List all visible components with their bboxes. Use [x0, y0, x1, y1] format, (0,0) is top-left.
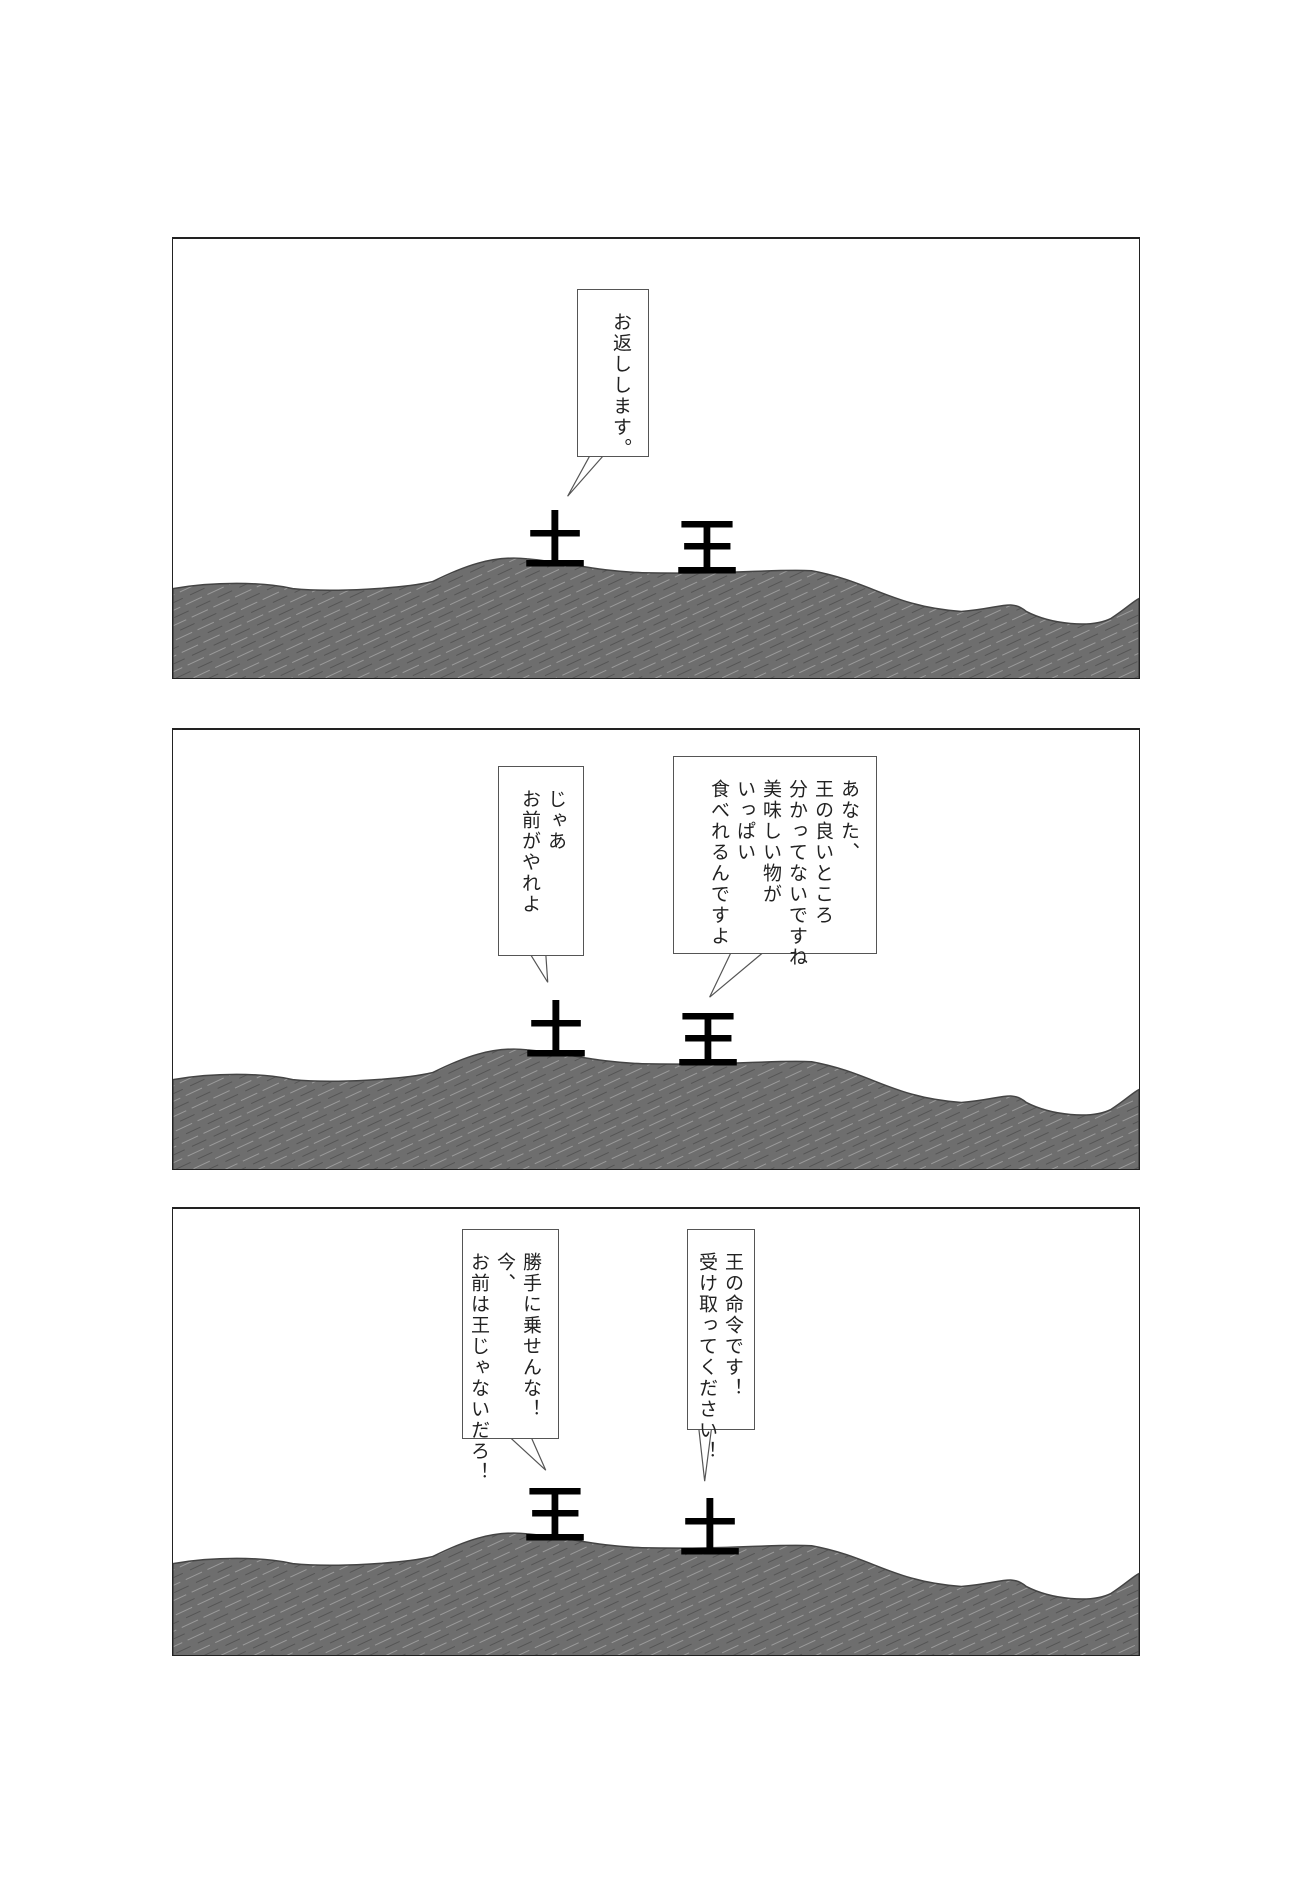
comic-panel-1: お返しします。 土 王	[172, 237, 1140, 679]
speech-text: じゃあ お前がやれよ	[519, 789, 567, 915]
ground-terrain	[173, 1532, 1139, 1655]
speech-bubble-ou: 王の命令です！ 受け取ってください！	[687, 1229, 755, 1462]
character-ou: 王	[524, 1479, 587, 1552]
speech-bubble-tsuchi: 勝手に乗せんな！ 今、 お前は王じゃないだろ！	[462, 1229, 559, 1483]
speech-text: お返しします。	[610, 312, 632, 459]
speech-bubble-tsuchi: じゃあ お前がやれよ	[498, 766, 584, 956]
ground-terrain	[173, 557, 1139, 678]
comic-panel-3: 勝手に乗せんな！ 今、 お前は王じゃないだろ！ 王の命令です！ 受け取ってくださ…	[172, 1207, 1140, 1656]
speech-text: 勝手に乗せんな！ 今、 お前は王じゃないだろ！	[468, 1252, 542, 1483]
speech-text: あなた、 王の良いところ 分かってないですね 美味しい物が いっぱい 食べれるん…	[708, 779, 860, 968]
character-tsuchi: 土	[524, 505, 587, 578]
speech-bubble-ou: あなた、 王の良いところ 分かってないですね 美味しい物が いっぱい 食べれるん…	[673, 756, 877, 968]
comic-panel-2: じゃあ お前がやれよ あなた、 王の良いところ 分かってないですね 美味しい物が…	[172, 728, 1140, 1170]
character-ou: 王	[676, 512, 739, 585]
character-ou: 王	[677, 1004, 740, 1077]
speech-text: 王の命令です！ 受け取ってください！	[696, 1252, 744, 1462]
speech-bubble: お返しします。	[577, 289, 649, 459]
character-tsuchi: 土	[525, 995, 588, 1068]
character-tsuchi: 土	[679, 1493, 742, 1566]
ground-terrain	[173, 1048, 1139, 1169]
